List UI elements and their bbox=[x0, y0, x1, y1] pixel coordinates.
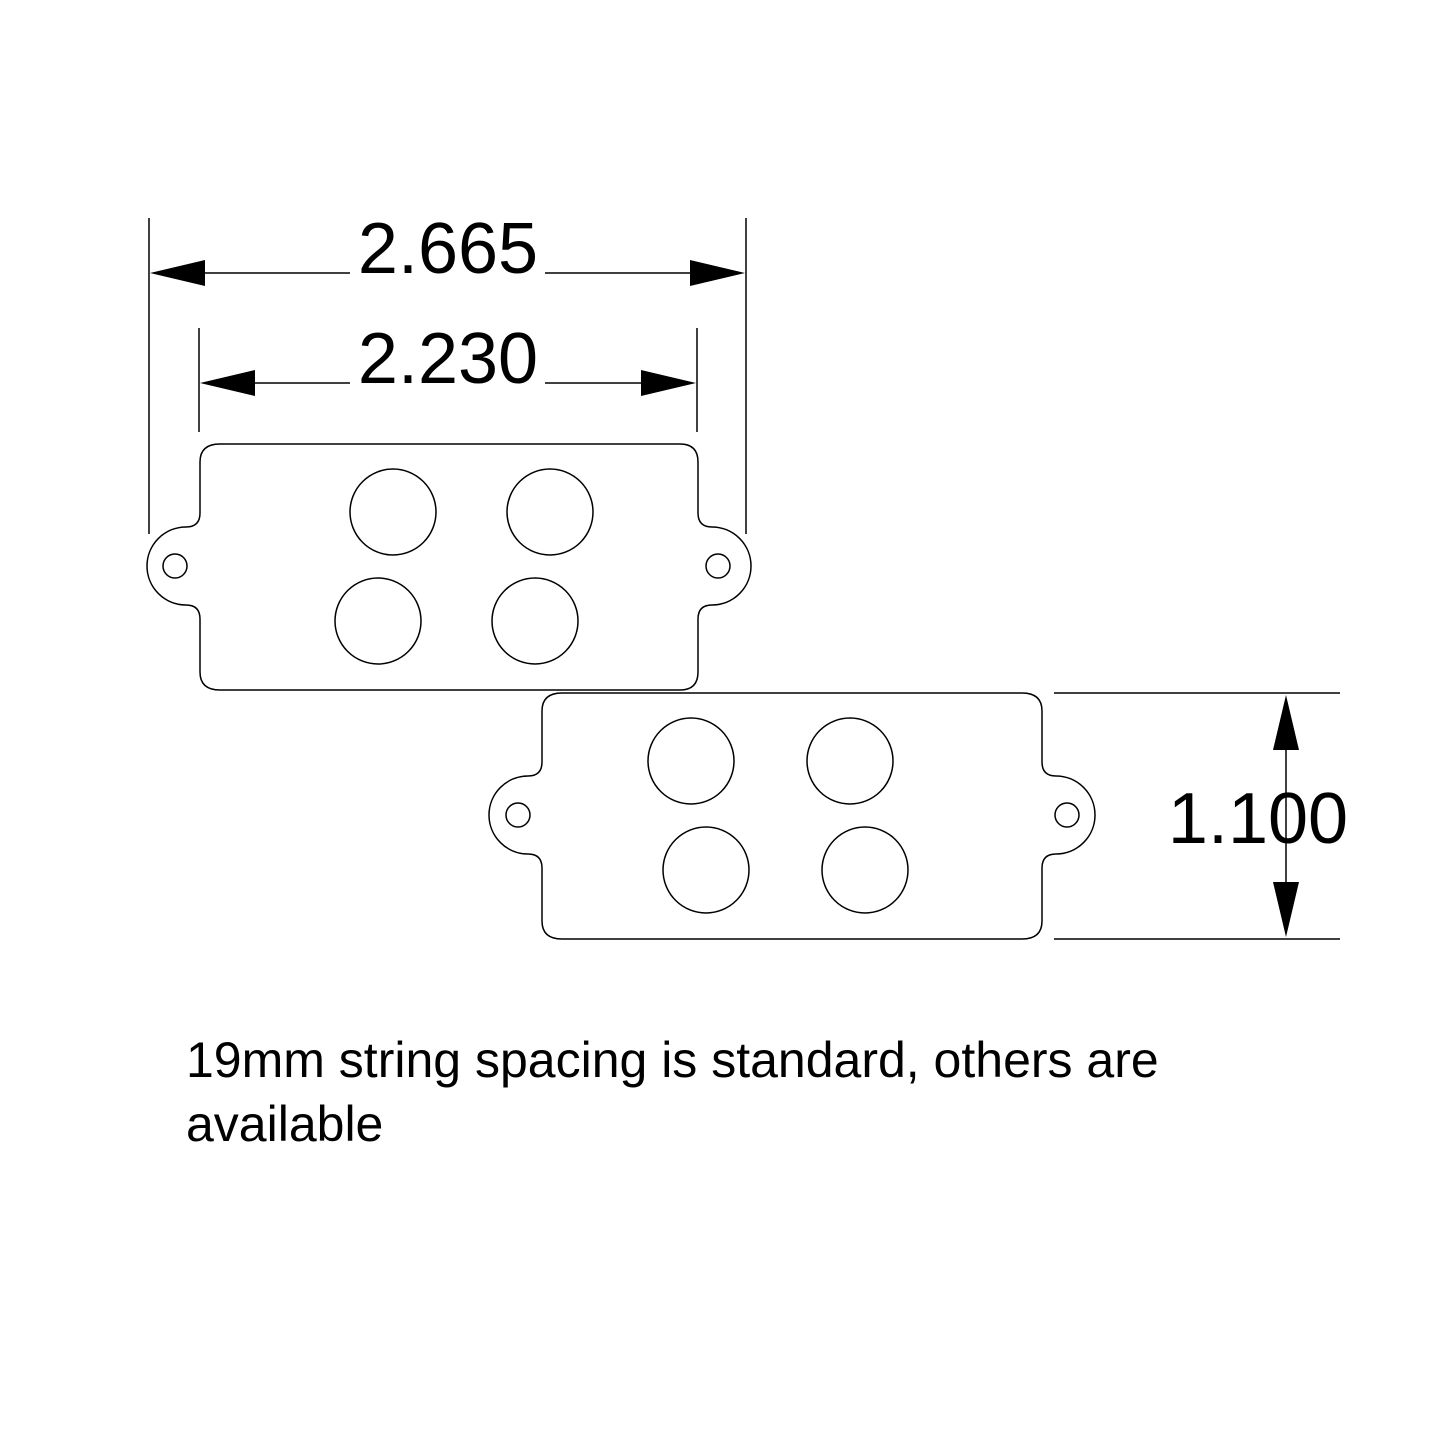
height-arrow-top bbox=[1273, 695, 1299, 750]
lower-right-mounting-hole bbox=[1054, 802, 1080, 828]
pole-width-arrow-right bbox=[641, 370, 696, 396]
overall-width-arrow-right bbox=[690, 260, 745, 286]
spacing-note-line-1: 19mm string spacing is standard, others … bbox=[186, 1032, 1159, 1088]
upper-pole-piece bbox=[491, 577, 579, 665]
lower-pole-piece bbox=[647, 717, 735, 805]
pole-width-value: 2.230 bbox=[358, 319, 538, 399]
lower-pole-piece bbox=[662, 826, 750, 914]
height-value: 1.100 bbox=[1168, 779, 1348, 859]
spacing-note-line-2: available bbox=[186, 1096, 384, 1152]
upper-pole-piece bbox=[334, 577, 422, 665]
overall-width-arrow-left bbox=[150, 260, 205, 286]
lower-pole-piece bbox=[821, 826, 909, 914]
pole-width-arrow-left bbox=[200, 370, 255, 396]
spacing-note: 19mm string spacing is standard, others … bbox=[186, 1028, 1416, 1156]
upper-left-mounting-hole bbox=[162, 553, 188, 579]
overall-width-value: 2.665 bbox=[358, 209, 538, 289]
lower-pole-piece bbox=[806, 717, 894, 805]
upper-pole-piece bbox=[349, 468, 437, 556]
lower-left-mounting-hole bbox=[505, 802, 531, 828]
upper-pole-piece bbox=[506, 468, 594, 556]
height-arrow-bottom bbox=[1273, 882, 1299, 937]
upper-pickup-outline bbox=[146, 443, 752, 691]
lower-pickup-outline bbox=[488, 692, 1096, 940]
upper-right-mounting-hole bbox=[705, 553, 731, 579]
